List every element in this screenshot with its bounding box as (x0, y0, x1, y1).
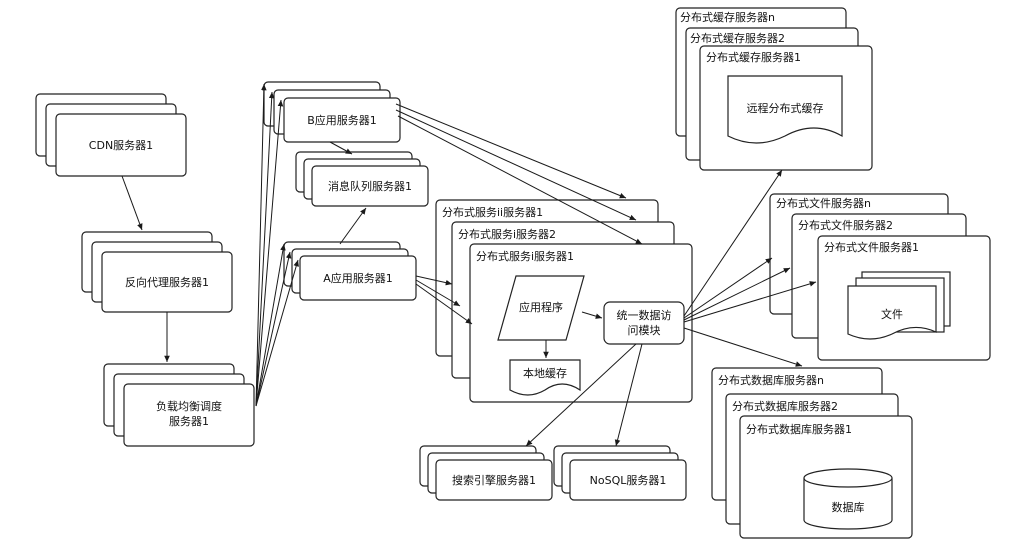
database-cylinder-top (803, 468, 893, 488)
edge-unified-to-nosql (614, 343, 643, 447)
local-cache-label: 本地缓存 (523, 366, 567, 380)
edge-a-to-svc-2 (415, 279, 461, 307)
distributed-service-stack: 分布式服务ii服务器1 分布式服务i服务器2 分布式服务i服务器1 应用程序 统… (435, 199, 693, 403)
distributed-database-stack: 分布式数据库服务器n 分布式数据库服务器2 分布式数据库服务器1 数据库 (711, 367, 913, 539)
edge-unified-to-file-2 (683, 267, 791, 321)
edge-b-to-svc-i1 (397, 115, 643, 245)
file-label: 文件 (881, 307, 903, 321)
edge-lb-to-a2 (255, 251, 292, 407)
unified-data-access-module (603, 301, 685, 345)
app-server-b-stack: B应用服务器1 (263, 81, 401, 143)
search-engine-server-stack: 搜索引擎服务器1 (419, 445, 553, 501)
edges (121, 83, 817, 447)
nosql-server-label: NoSQL服务器1 (590, 474, 667, 487)
cdn-server-label: CDN服务器1 (89, 139, 153, 152)
distributed-service-ii-label: 分布式服务ii服务器1 (442, 206, 543, 219)
application-program-label: 应用程序 (519, 300, 563, 314)
reverse-proxy-server-label: 反向代理服务器1 (125, 275, 209, 289)
edge-a-to-mq (339, 207, 367, 245)
application-program-shape (497, 275, 585, 341)
distributed-file-stack: 分布式文件服务器n 分布式文件服务器2 分布式文件服务器1 文件 (769, 193, 991, 361)
edge-a-to-svc-3 (415, 283, 473, 325)
search-engine-server-label: 搜索引擎服务器1 (452, 473, 536, 487)
load-balancer-server-stack: 负载均衡调度 服务器1 (103, 363, 255, 447)
edge-lb-to-b3 (255, 99, 284, 407)
local-cache-shape (509, 359, 581, 396)
cdn-server-stack: CDN服务器1 (35, 93, 187, 177)
edge-a-to-svc-1 (415, 275, 453, 286)
database-label: 数据库 (832, 500, 865, 514)
file-server-2-label: 分布式文件服务器2 (798, 218, 893, 232)
load-balancer-label-line2: 服务器1 (169, 415, 209, 428)
app-server-a-stack: A应用服务器1 (283, 241, 417, 301)
cache-server-n-label: 分布式缓存服务器n (680, 10, 775, 24)
edge-lb-to-a3 (255, 259, 299, 407)
edge-lb-to-b1 (255, 83, 267, 407)
file-document-shape (847, 285, 937, 340)
cache-server-1-label: 分布式缓存服务器1 (706, 50, 801, 64)
app-server-a-label: A应用服务器1 (323, 271, 393, 285)
reverse-proxy-server-stack: 反向代理服务器1 (81, 231, 233, 313)
message-queue-server-label: 消息队列服务器1 (328, 179, 412, 193)
edge-unified-to-cache (683, 169, 783, 317)
database-cylinder-body (803, 478, 893, 530)
edge-unified-to-file-1 (683, 281, 817, 323)
edge-b-to-svc-i2 (395, 109, 637, 221)
distributed-service-i2-label: 分布式服务i服务器2 (458, 228, 556, 241)
edge-lb-to-a1 (255, 243, 286, 407)
edge-app-to-unified (581, 311, 603, 319)
db-server-1-label: 分布式数据库服务器1 (746, 422, 852, 436)
file-server-1-label: 分布式文件服务器1 (824, 240, 919, 254)
edge-lb-to-b2 (255, 91, 275, 407)
edge-unified-to-search (525, 343, 637, 447)
edge-unified-to-file-n (683, 257, 773, 319)
edge-cdn-to-proxy (121, 175, 143, 231)
db-server-2-label: 分布式数据库服务器2 (732, 399, 838, 413)
edge-b-to-mq (329, 141, 353, 155)
edge-unified-to-db (683, 327, 803, 367)
cache-server-2-label: 分布式缓存服务器2 (690, 31, 785, 45)
file-server-n-label: 分布式文件服务器n (776, 196, 871, 210)
nosql-server-stack: NoSQL服务器1 (553, 445, 687, 501)
distributed-service-i1-label: 分布式服务i服务器1 (476, 250, 574, 263)
unified-data-access-label-line2: 问模块 (628, 324, 661, 337)
message-queue-server-stack: 消息队列服务器1 (295, 151, 429, 207)
remote-cache-shape (727, 75, 843, 144)
unified-data-access-label-line1: 统一数据访 (617, 308, 672, 322)
distributed-cache-stack: 分布式缓存服务器n 分布式缓存服务器2 分布式缓存服务器1 远程分布式缓存 (675, 7, 873, 171)
edge-b-to-svc-ii (395, 103, 627, 199)
load-balancer-label-line1: 负载均衡调度 (156, 399, 222, 413)
app-server-b-label: B应用服务器1 (307, 113, 377, 127)
db-server-n-label: 分布式数据库服务器n (718, 373, 824, 387)
remote-cache-label: 远程分布式缓存 (747, 101, 824, 115)
